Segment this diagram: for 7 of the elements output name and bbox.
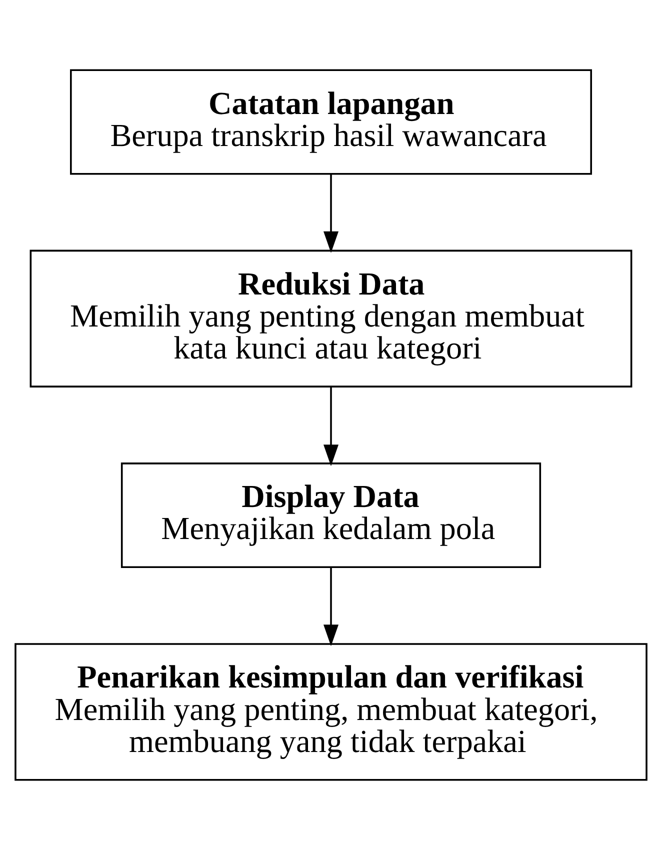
node-box: Catatan lapangan Berupa transkrip hasil wawancara (70, 68, 592, 174)
node-box: Penarikan kesimpulan dan verifikasi Memilih yang penting, membuat kategori, membuang yang tidak terpakai (14, 642, 648, 780)
arrow (323, 566, 339, 646)
node-box: Display Data Menyajikan kedalam pola (120, 462, 542, 568)
arrow (323, 174, 339, 252)
node-box: Reduksi Data Memilih yang penting dengan membuat kata kunci atau kategori (30, 249, 632, 387)
arrow (323, 386, 339, 466)
